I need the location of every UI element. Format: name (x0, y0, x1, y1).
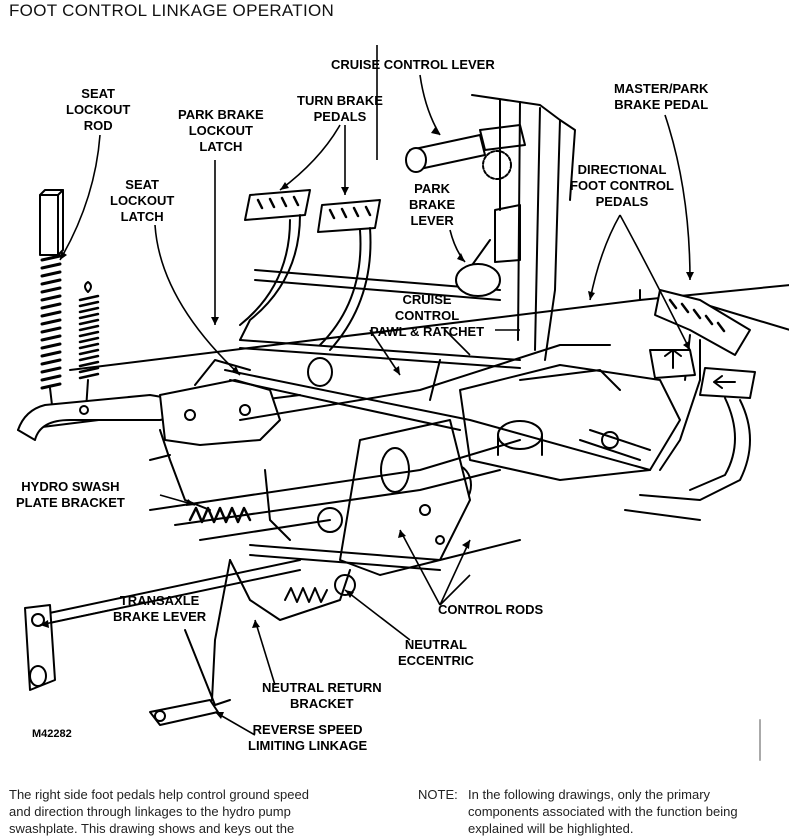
leader-directional-2 (619, 214, 691, 351)
swash-plate-bracket (149, 359, 281, 511)
hydro-pump-housing (438, 364, 681, 506)
reverse-speed-linkage (149, 559, 231, 726)
return-spring (78, 281, 100, 411)
page-title: FOOT CONTROL LINKAGE OPERATION (9, 1, 335, 20)
leader-control-rods-3 (439, 574, 471, 606)
label-neutral-eccentric: NEUTRAL ECCENTRIC (398, 637, 474, 668)
leader-directional-1 (589, 214, 621, 301)
neutral-return-bracket (229, 469, 351, 621)
label-reverse-speed-limiting-linkage: REVERSE SPEED LIMITING LINKAGE (248, 722, 368, 753)
cruise-control-rod (239, 344, 611, 421)
label-seat-lockout-rod: SEAT LOCKOUT ROD (66, 86, 131, 133)
leader-control-rods-1 (399, 529, 441, 606)
label-hydro-swash-plate-bracket: HYDRO SWASH PLATE BRACKET (16, 479, 125, 510)
leader-pawl-1 (369, 329, 401, 376)
transaxle-brake-lever (24, 604, 56, 691)
frame-edge (624, 509, 701, 521)
control-tower (405, 94, 576, 361)
label-master-park-brake-pedal: MASTER/PARK BRAKE PEDAL (614, 81, 709, 112)
label-transaxle-brake-lever: TRANSAXLE BRAKE LEVER (113, 593, 207, 624)
caption-text: The right side foot pedals help control … (9, 787, 309, 836)
note-block: NOTE: In the following drawings, only th… (418, 786, 788, 838)
leader-turn-brake-1 (279, 124, 341, 191)
note-key: NOTE: (418, 787, 458, 802)
label-directional-foot-control-pedals: DIRECTIONAL FOOT CONTROL PEDALS (570, 162, 674, 209)
leader-neutral-eccentric (344, 589, 411, 641)
leader-seat-lockout-latch (154, 224, 241, 376)
figure-id: M42282 (32, 728, 72, 740)
leader-neutral-return (254, 619, 276, 686)
leader-master-pedal (664, 114, 691, 281)
label-cruise-control-pawl-ratchet: CRUISE CONTROL PAWL & RATCHET (370, 292, 485, 339)
leader-pawl-3 (444, 329, 471, 356)
label-turn-brake-pedals: TURN BRAKE PEDALS (297, 93, 383, 124)
label-neutral-return-bracket: NEUTRAL RETURN BRACKET (262, 680, 382, 711)
callout-arrowheads (40, 126, 694, 719)
linkage-illustration (17, 45, 789, 761)
seat-lockout-rod (39, 189, 64, 406)
leader-cruise-lever (419, 74, 441, 136)
label-park-brake-lockout-latch: PARK BRAKE LOCKOUT LATCH (178, 107, 264, 154)
directional-pedals (639, 349, 756, 501)
label-cruise-control-lever: CRUISE CONTROL LEVER (331, 57, 495, 72)
leader-seat-lockout-rod (59, 134, 101, 261)
label-park-brake-lever: PARK BRAKE LEVER (409, 181, 456, 228)
side-bracket-plate (339, 419, 471, 576)
turn-brake-pedals (239, 189, 381, 387)
label-seat-lockout-latch: SEAT LOCKOUT LATCH (110, 177, 175, 224)
leader-transaxle-lever (39, 609, 111, 626)
control-rods (39, 369, 651, 626)
note-body: In the following drawings, only the prim… (468, 787, 738, 836)
label-control-rods: CONTROL RODS (438, 602, 544, 617)
leader-control-rods-2 (439, 539, 471, 606)
